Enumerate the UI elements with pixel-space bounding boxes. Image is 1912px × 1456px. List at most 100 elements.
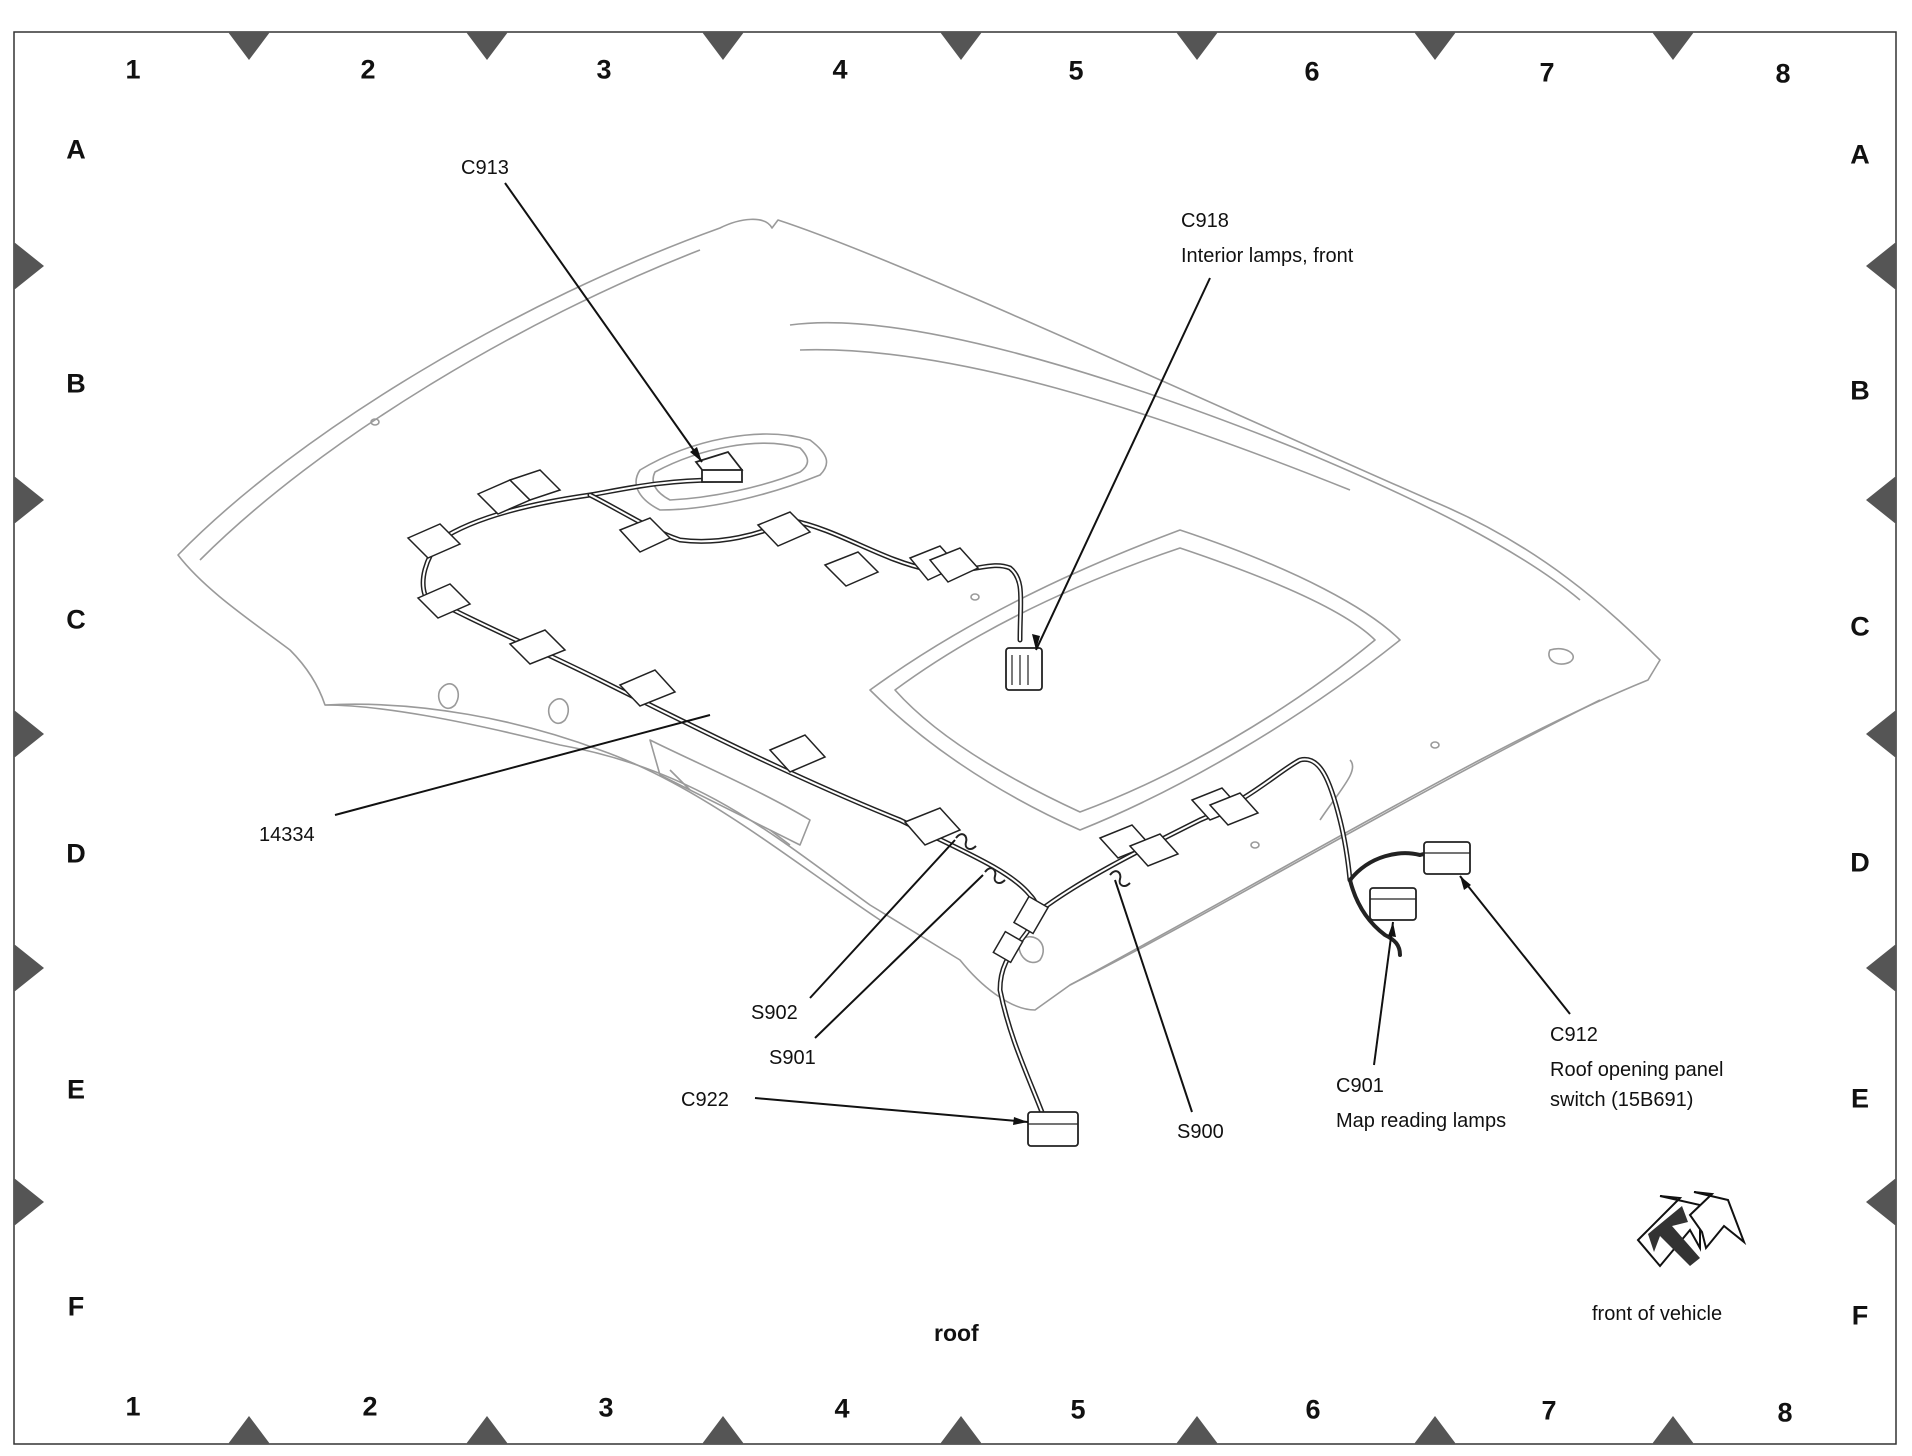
top-marker [228, 32, 270, 60]
tape-pad [618, 517, 672, 553]
row-label-left: A [66, 134, 86, 165]
leader-s900 [1114, 879, 1193, 1113]
roof-outline [177, 218, 1661, 1011]
clip-dot [1430, 741, 1440, 749]
junction-block [1012, 895, 1050, 935]
tape-pad [618, 669, 677, 707]
arrow-c913 [690, 447, 702, 462]
bottom-marker [466, 1416, 508, 1444]
sunroof-opening [869, 529, 1401, 831]
callout-c912: C912 [1550, 1024, 1598, 1046]
clip-dot [370, 418, 380, 426]
harness-c901-lead [1348, 878, 1402, 957]
harness-upper-branch-inner [589, 494, 1022, 641]
handle-recess [669, 769, 791, 846]
connector-c922 [1027, 1111, 1079, 1147]
harness-junction [992, 895, 1050, 964]
clip-hole [1018, 936, 1044, 964]
column-label-bottom: 6 [1305, 1394, 1321, 1425]
front-of-vehicle-label: front of vehicle [1592, 1303, 1723, 1325]
arrow-c912 [1460, 876, 1471, 890]
tape-pad [508, 469, 562, 501]
connector-c913 [694, 450, 744, 483]
tape-pad [1208, 792, 1260, 826]
row-label-left: F [67, 1291, 85, 1322]
leader-lines [334, 182, 1571, 1123]
roof-panel [177, 218, 1661, 1011]
rear-lamp-inner [652, 442, 809, 501]
column-label-top: 1 [125, 54, 141, 85]
callout-c912-desc: Roof opening panel [1550, 1059, 1724, 1081]
harness-front-branch-inner [1037, 758, 1351, 913]
row-label-right: E [1850, 1083, 1870, 1114]
tape-pad [823, 551, 880, 587]
column-label-top: 3 [596, 54, 612, 85]
leader-14334 [334, 714, 711, 816]
callout-c918-desc: Interior lamps, front [1181, 245, 1354, 267]
handle-cutout [649, 739, 811, 846]
tape-pad [928, 547, 980, 583]
leader-s902 [809, 839, 956, 999]
leader-c918 [1035, 277, 1211, 651]
left-marker [14, 476, 44, 524]
top-marker [1652, 32, 1694, 60]
right-marker [1866, 242, 1896, 290]
column-label-top: 7 [1539, 57, 1555, 88]
splices [955, 833, 1131, 887]
callout-s901: S901 [769, 1047, 816, 1069]
sunroof-drain-front [1319, 759, 1354, 821]
tape-pad [1128, 833, 1180, 867]
row-label-right: F [1851, 1300, 1869, 1331]
tape-pad [406, 523, 462, 559]
column-label-bottom: 2 [362, 1391, 378, 1422]
connectors [694, 450, 1471, 1147]
roof-front-edge [1069, 699, 1601, 986]
tape-pad [508, 629, 567, 665]
left-marker [14, 1178, 44, 1226]
bottom-marker [1652, 1416, 1694, 1444]
row-label-right: C [1850, 611, 1870, 642]
bottom-marker [1414, 1416, 1456, 1444]
column-label-bottom: 1 [125, 1391, 141, 1422]
row-label-left: E [66, 1074, 86, 1105]
bottom-marker [702, 1416, 744, 1444]
connector-c918 [1005, 647, 1043, 691]
splice-s900-mark [1109, 870, 1131, 887]
top-marker [940, 32, 982, 60]
callout-harness-14334: 14334 [259, 824, 315, 846]
clip-hole [437, 683, 460, 710]
grid-markers [14, 32, 1896, 1444]
tape-pad [416, 583, 472, 619]
left-marker [14, 944, 44, 992]
column-label-top: 2 [360, 54, 376, 85]
connector-c912 [1423, 841, 1471, 875]
leader-c901 [1373, 921, 1394, 1066]
row-label-left: B [66, 368, 86, 399]
tape-pads [406, 469, 1260, 867]
top-marker [1176, 32, 1218, 60]
leader-c922 [754, 1097, 1029, 1123]
right-marker [1866, 944, 1896, 992]
bottom-marker [1176, 1416, 1218, 1444]
column-label-bottom: 4 [834, 1393, 850, 1424]
leader-s901 [814, 874, 984, 1039]
column-label-top: 5 [1068, 55, 1084, 86]
callout-s900: S900 [1177, 1121, 1224, 1143]
row-label-right: A [1850, 139, 1870, 170]
rear-lamp-opening [635, 433, 828, 511]
callout-c901: C901 [1336, 1075, 1384, 1097]
leader-arrowheads [690, 447, 1471, 1125]
callout-c922: C922 [681, 1089, 729, 1111]
leader-c913 [504, 182, 703, 463]
tape-pad [756, 511, 812, 547]
junction-block [992, 930, 1024, 964]
top-marker [466, 32, 508, 60]
column-label-top: 8 [1775, 58, 1791, 89]
right-marker [1866, 476, 1896, 524]
diagram-frame [13, 31, 1897, 1445]
roof-inner-edge [199, 249, 701, 561]
sunroof-inner [894, 547, 1376, 813]
bottom-marker [940, 1416, 982, 1444]
right-marker [1866, 710, 1896, 758]
